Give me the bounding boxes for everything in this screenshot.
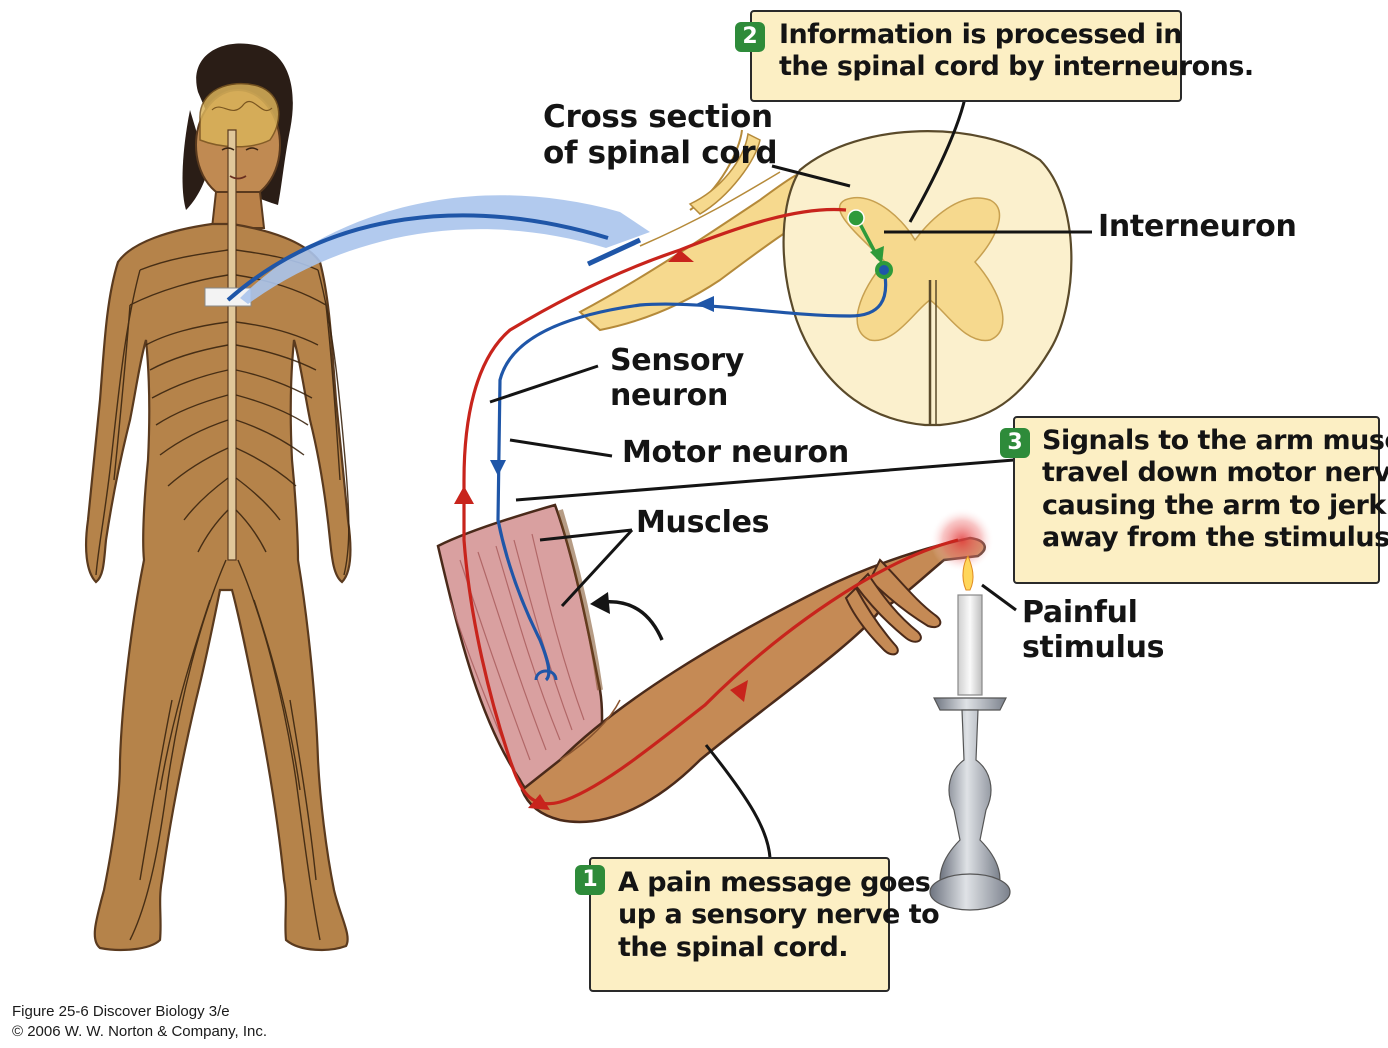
pathway-arrowheads bbox=[454, 250, 748, 810]
zoom-arrow bbox=[226, 195, 650, 304]
callout-step-3: Signals to the arm muscles travel down m… bbox=[1013, 416, 1388, 584]
callout-step-3-line2: travel down motor nerves, bbox=[1042, 457, 1388, 489]
callout-step-2: Information is processed in the spinal c… bbox=[750, 10, 1254, 102]
spinal-cord-cross-section bbox=[578, 129, 1073, 427]
callout-step-3-line4: away from the stimulus. bbox=[1042, 522, 1388, 554]
stimulus-glow bbox=[930, 508, 994, 572]
interneuron-link bbox=[847, 209, 893, 279]
step-3-badge: 3 bbox=[1000, 428, 1030, 458]
label-sensory-neuron: Sensory neuron bbox=[610, 343, 745, 413]
label-motor-neuron: Motor neuron bbox=[622, 435, 849, 470]
callout-step-1-line2: up a sensory nerve to bbox=[618, 899, 940, 931]
callout-step-1: A pain message goes up a sensory nerve t… bbox=[589, 857, 940, 992]
callout-step-3-line1: Signals to the arm muscles bbox=[1042, 425, 1388, 456]
callout-step-3-line3: causing the arm to jerk bbox=[1042, 489, 1386, 521]
motor-pathway bbox=[496, 269, 888, 682]
candle bbox=[929, 554, 1011, 911]
label-painful-stimulus: Painful stimulus bbox=[1022, 595, 1165, 665]
label-painful-stimulus-line2: stimulus bbox=[1022, 629, 1165, 665]
label-cross-section-line2: of spinal cord bbox=[543, 134, 778, 171]
human-figure bbox=[84, 43, 352, 952]
figure-caption-copyright: © 2006 W. W. Norton & Company, Inc. bbox=[12, 1023, 268, 1041]
sensory-pathway bbox=[462, 207, 959, 806]
figure-caption-title: Figure 25-6 Discover Biology 3/e bbox=[12, 1003, 230, 1020]
label-cross-section: Cross section of spinal cord bbox=[543, 99, 778, 171]
figure-caption: Figure 25-6 Discover Biology 3/e © 2006 … bbox=[12, 1002, 267, 1043]
leader-lines bbox=[489, 97, 1092, 859]
callout-step-1-line1: A pain message goes bbox=[618, 867, 931, 898]
callout-step-1-line3: the spinal cord. bbox=[618, 931, 849, 963]
step-2-badge: 2 bbox=[735, 22, 765, 52]
label-sensory-neuron-line1: Sensory bbox=[610, 343, 745, 378]
motor-ending bbox=[534, 669, 558, 681]
label-cross-section-line1: Cross section bbox=[543, 99, 773, 135]
arm bbox=[436, 503, 986, 824]
label-interneuron: Interneuron bbox=[1098, 209, 1297, 244]
callout-step-2-line1: Information is processed in bbox=[779, 19, 1182, 50]
label-painful-stimulus-line1: Painful bbox=[1022, 595, 1138, 630]
label-muscles: Muscles bbox=[636, 505, 770, 540]
label-sensory-neuron-line2: neuron bbox=[610, 377, 729, 413]
callout-step-2-line2: the spinal cord by interneurons. bbox=[779, 51, 1254, 83]
step-1-badge: 1 bbox=[575, 865, 605, 895]
